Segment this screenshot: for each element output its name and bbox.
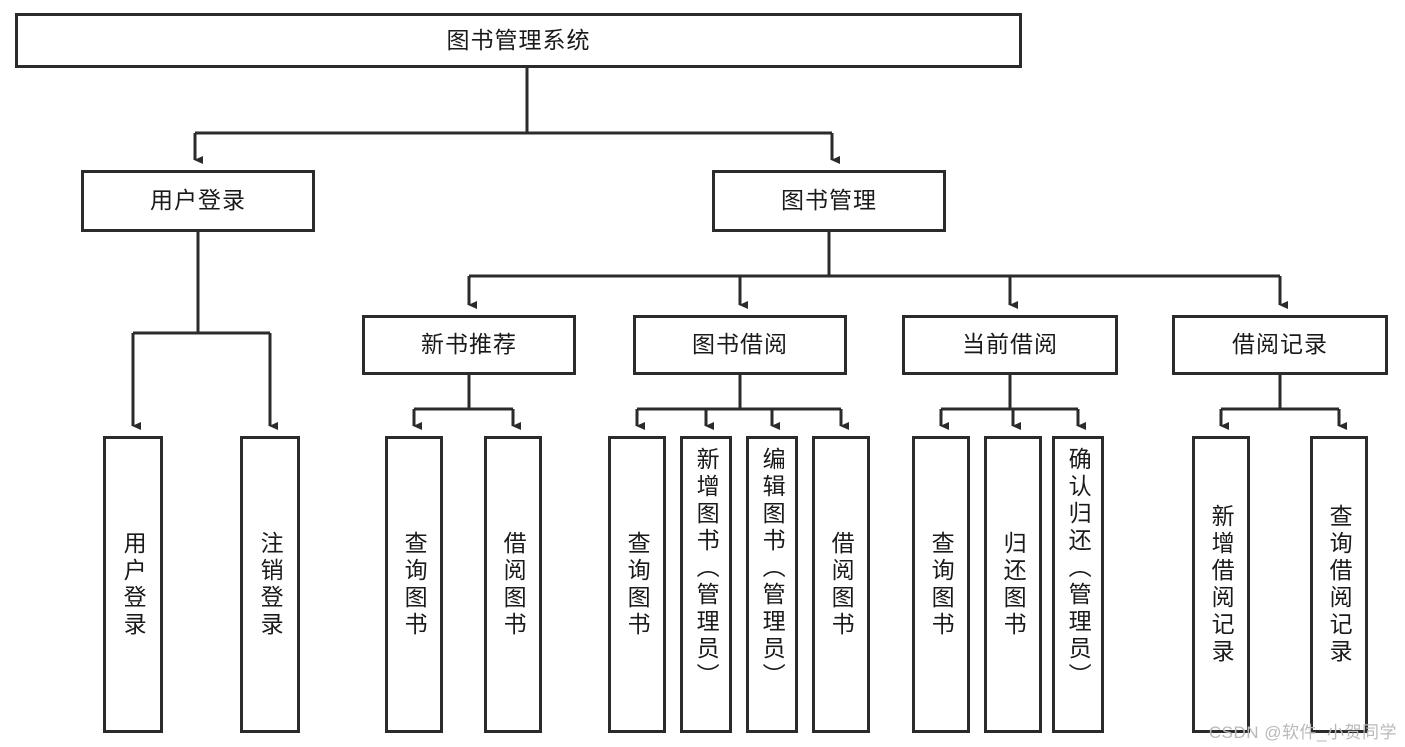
- node-leaf-borrow-book-label: 借阅图书: [828, 530, 855, 639]
- node-leaf-query-book-new[interactable]: 查询图书: [385, 436, 443, 733]
- node-leaf-query-record[interactable]: 查询借阅记录: [1310, 436, 1368, 733]
- node-new-book-recommend-label: 新书推荐: [421, 331, 517, 358]
- node-leaf-edit-book-admin[interactable]: 编辑图书（管理员）: [746, 436, 798, 733]
- node-root[interactable]: 图书管理系统: [15, 13, 1022, 68]
- node-leaf-return-book[interactable]: 归还图书: [984, 436, 1042, 733]
- node-leaf-return-book-label: 归还图书: [1000, 530, 1027, 639]
- node-leaf-confirm-return-admin[interactable]: 确认归还（管理员）: [1052, 436, 1104, 733]
- node-book-management[interactable]: 图书管理: [712, 170, 946, 232]
- node-leaf-query-book-current[interactable]: 查询图书: [912, 436, 970, 733]
- node-leaf-borrow-book-new[interactable]: 借阅图书: [484, 436, 542, 733]
- node-book-management-label: 图书管理: [781, 187, 877, 214]
- node-borrow-record[interactable]: 借阅记录: [1172, 315, 1388, 375]
- node-current-borrow-label: 当前借阅: [962, 331, 1058, 358]
- node-leaf-query-book-borrow-label: 查询图书: [624, 530, 651, 639]
- node-leaf-add-record-label: 新增借阅记录: [1208, 503, 1235, 666]
- node-leaf-confirm-return-admin-label: 确认归还（管理员）: [1065, 447, 1092, 690]
- node-leaf-user-login[interactable]: 用户登录: [103, 436, 163, 733]
- node-root-label: 图书管理系统: [446, 26, 591, 53]
- node-leaf-query-book-borrow[interactable]: 查询图书: [608, 436, 666, 733]
- node-leaf-add-record[interactable]: 新增借阅记录: [1192, 436, 1250, 733]
- node-leaf-borrow-book-new-label: 借阅图书: [500, 530, 527, 639]
- node-user-login[interactable]: 用户登录: [81, 170, 315, 232]
- node-borrow-record-label: 借阅记录: [1232, 331, 1328, 358]
- node-leaf-edit-book-admin-label: 编辑图书（管理员）: [759, 447, 786, 690]
- node-leaf-logout[interactable]: 注销登录: [240, 436, 300, 733]
- node-leaf-query-book-current-label: 查询图书: [928, 530, 955, 639]
- node-leaf-user-login-label: 用户登录: [120, 530, 147, 639]
- node-leaf-query-record-label: 查询借阅记录: [1326, 503, 1353, 666]
- node-leaf-add-book-admin[interactable]: 新增图书（管理员）: [680, 436, 732, 733]
- node-new-book-recommend[interactable]: 新书推荐: [362, 315, 576, 375]
- node-leaf-query-book-new-label: 查询图书: [401, 530, 428, 639]
- node-user-login-label: 用户登录: [150, 187, 246, 214]
- node-current-borrow[interactable]: 当前借阅: [902, 315, 1118, 375]
- node-leaf-add-book-admin-label: 新增图书（管理员）: [693, 447, 720, 690]
- node-leaf-logout-label: 注销登录: [257, 530, 284, 639]
- node-leaf-borrow-book[interactable]: 借阅图书: [812, 436, 870, 733]
- node-book-borrow-label: 图书借阅: [692, 331, 788, 358]
- node-book-borrow[interactable]: 图书借阅: [633, 315, 847, 375]
